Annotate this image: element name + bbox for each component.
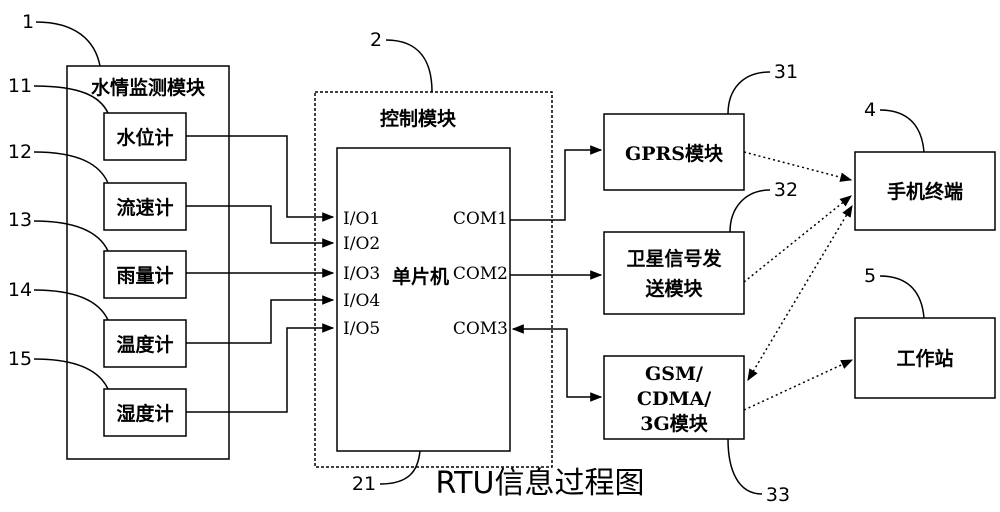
leader-line-sensor-11 [33, 85, 109, 114]
wireless-link-satellite-to-mobile [743, 195, 852, 283]
sensor-label-flow-rate: 流速计 [116, 196, 173, 219]
leader-line-sensor-14 [33, 289, 109, 321]
connector-temperature-to-io4 [186, 295, 335, 344]
terminal-box-mobile [854, 151, 996, 231]
terminal-label-mobile: 手机终端 [887, 180, 963, 203]
wireless-link-gsm-to-workstation [743, 359, 854, 411]
terminal-box-workstation [854, 317, 996, 399]
control-module-label: 控制模块 [380, 107, 457, 130]
comm-module-box-satellite [603, 231, 745, 315]
comm-module-label-satellite-line1: 卫星信号发 [626, 247, 722, 270]
connector-flow-rate-to-io2 [186, 205, 335, 248]
sensor-label-humidity: 湿度计 [116, 402, 173, 425]
ref-label-gprs: 31 [774, 61, 798, 83]
leader-line-control-module [385, 39, 433, 93]
ref-label-sensor-13: 13 [8, 209, 32, 231]
control-module-box [314, 91, 553, 468]
io-port-label-1: I/O1 [343, 209, 380, 229]
leader-line-sensor-15 [33, 358, 109, 390]
ref-label-mcu: 21 [352, 473, 376, 495]
leader-line-water-module [35, 21, 101, 67]
ref-label-sensor-11: 11 [8, 75, 32, 97]
com-port-label-3: COM3 [453, 319, 508, 339]
mcu-box [336, 147, 511, 452]
ref-label-sensor-14: 14 [8, 279, 32, 301]
diagram-title: RTU信息过程图 [436, 466, 645, 501]
ref-label-sensor-12: 12 [8, 141, 32, 163]
mcu-label: 单片机 [392, 265, 449, 288]
water-monitoring-module-label: 水情监测模块 [91, 76, 206, 99]
wireless-link-gsm-mobile-bidirectional [747, 204, 853, 382]
ref-label-gsm: 33 [766, 484, 790, 506]
com-port-label-2: COM2 [453, 264, 508, 284]
io-port-label-5: I/O5 [343, 319, 380, 339]
leader-line-gsm [727, 438, 763, 495]
comm-module-label-gsm-line1: GSM/ [645, 363, 703, 385]
leader-line-sensor-13 [33, 220, 109, 252]
leader-line-gprs [727, 71, 771, 115]
io-port-label-2: I/O2 [343, 234, 380, 254]
comm-module-label-gsm-line2: CDMA/ [637, 388, 711, 410]
leader-line-satellite [729, 189, 771, 233]
leader-line-workstation [879, 275, 925, 319]
ref-label-workstation: 5 [864, 265, 876, 287]
sensor-label-rainfall: 雨量计 [116, 265, 173, 287]
connector-water-level-to-io1 [186, 135, 335, 222]
ref-label-mobile: 4 [864, 99, 876, 121]
ref-label-control-module: 2 [370, 29, 382, 51]
connector-com3-gsm-bidirectional [511, 324, 603, 402]
connector-humidity-to-io5 [186, 323, 335, 413]
comm-module-label-satellite-line2: 送模块 [645, 277, 703, 300]
comm-module-box-gsm [603, 355, 745, 440]
leader-line-mobile [879, 109, 925, 153]
io-port-label-3: I/O3 [343, 264, 380, 284]
ref-label-water-module: 1 [22, 11, 34, 33]
sensor-label-temperature: 温度计 [116, 333, 173, 356]
ref-label-satellite: 32 [774, 179, 798, 201]
io-port-label-4: I/O4 [343, 291, 380, 311]
leader-line-mcu [379, 450, 421, 485]
wireless-link-gprs-to-mobile [743, 151, 853, 182]
water-monitoring-module-box [66, 65, 230, 460]
com-port-label-1: COM1 [453, 209, 508, 229]
comm-module-label-gprs: GPRS模块 [625, 142, 724, 165]
sensor-label-water-level: 水位计 [116, 126, 173, 149]
connector-com1-to-gprs [510, 145, 603, 221]
sensor-box-rainfall [103, 250, 187, 299]
leader-line-sensor-12 [33, 151, 109, 184]
ref-label-sensor-15: 15 [8, 348, 32, 370]
terminal-label-workstation: 工作站 [896, 347, 953, 370]
comm-module-label-gsm-line3: 3G模块 [640, 412, 708, 435]
